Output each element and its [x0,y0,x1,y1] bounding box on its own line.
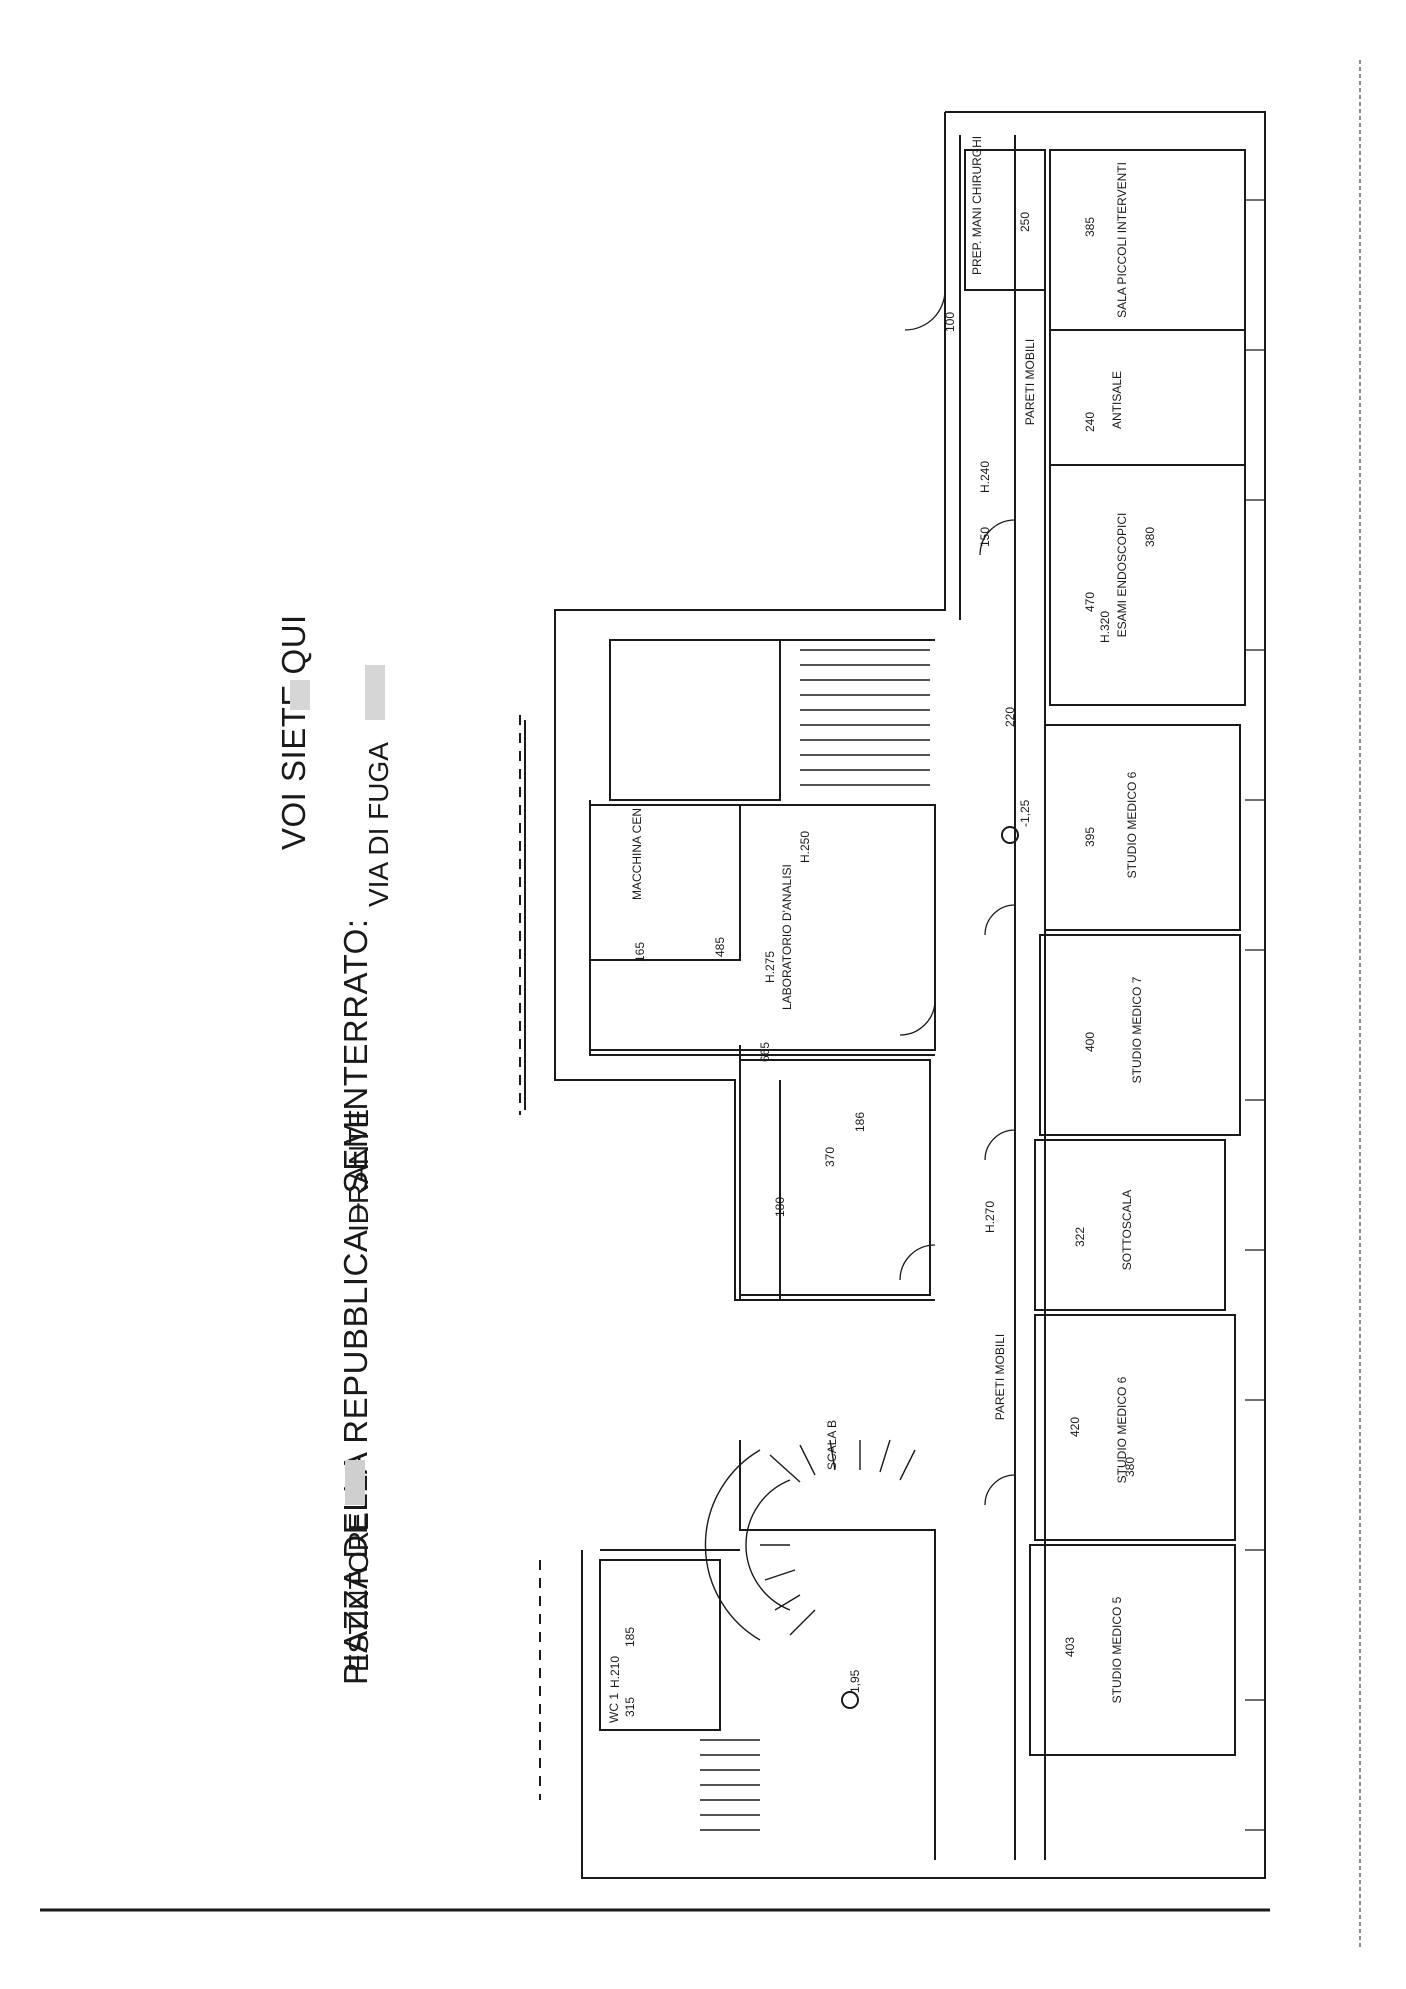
height-label: H.250 [798,830,812,864]
dimension-label: 220 [1003,706,1017,727]
extinguisher-symbol [345,1460,365,1505]
room-label-prep-chirurghi: PREP. MANI CHIRURGHI [970,135,984,275]
stairs-scala-b [704,1439,916,1641]
height-label: H.320 [1098,610,1112,644]
room-sottoscala [1034,1139,1226,1311]
exterior-windows [1245,199,1265,1831]
room-sala-piccoli-interventi [1049,149,1246,331]
room-label-sala-piccoli-interventi: SALA PICCOLI INTERVENTI [1115,162,1129,318]
room-wc-block [609,639,781,801]
escape-route-symbol [365,665,385,720]
dimension-label: 380 [1123,1456,1137,1477]
you-are-here-label: VOI SIETE QUI [275,614,312,850]
outer-wall-left-lower [581,1550,1225,1879]
height-label: H.240 [978,460,992,494]
dimension-label: 185 [623,1626,637,1647]
room-label-studio-medico-6-top: STUDIO MEDICO 6 [1125,771,1139,879]
room-antisale [1049,329,1246,466]
dimension-label: 165 [633,941,647,962]
dimension-label: 100 [943,311,957,332]
room-label-sottoscala: SOTTOSCALA [1120,1189,1134,1271]
room-label-esami-endoscopici: ESAMI ENDOSCOPICI [1115,512,1129,638]
stairs-lower [700,1739,760,1831]
height-label: H.210 [608,1655,622,1689]
room-label-laboratorio: LABORATORIO D'ANALISI [780,864,794,1010]
door-swings [899,289,1016,1506]
room-label-studio-medico-7: STUDIO MEDICO 7 [1130,976,1144,1084]
room-label-studio-medico-5: STUDIO MEDICO 5 [1110,1596,1124,1704]
room-left-service [739,1059,931,1296]
dimension-label: 485 [713,936,727,957]
room-esami-endoscopici [1049,464,1246,706]
room-studio-medico-6-bottom [1034,1314,1236,1541]
room-label-pareti-mobili-1: PARETI MOBILI [1023,338,1037,426]
dimension-label: 322 [1073,1226,1087,1247]
room-magazzino [589,804,741,961]
wall-scala-b [739,1440,936,1860]
room-studio-medico-7 [1039,934,1241,1136]
dimension-label: 470 [1083,591,1097,612]
outer-wall-left-upper [554,700,740,1301]
room-label-magazzino: MACCHINA CEN [630,807,644,900]
level-marker-lower [841,1691,859,1709]
room-label-studio-medico-6-bottom: STUDIO MEDICO 6 [1115,1376,1129,1484]
dimension-label: 180 [773,1196,787,1217]
dimension-label: -1,25 [1018,799,1032,827]
dimension-label: 150 [978,526,992,547]
room-studio-medico-5 [1029,1544,1236,1756]
room-prep-chirurghi [964,149,1046,291]
dimension-label: 385 [1083,216,1097,237]
dimension-label: 380 [1143,526,1157,547]
hydrant-label: IDRANTE [343,1109,374,1232]
dimension-label: 240 [1083,411,1097,432]
you-are-here-symbol [290,680,310,710]
room-label-antisale: ANTISALE [1110,370,1124,430]
dimension-label: -1,95 [848,1669,862,1697]
room-studio-medico-6-top [1044,724,1241,931]
outer-wall-right [945,111,1266,1879]
level-marker-upper [1001,826,1019,844]
dimension-label: 400 [1083,1031,1097,1052]
dimension-label: 403 [1063,1636,1077,1657]
outer-wall-top [554,112,946,700]
stairs-upper [800,649,930,786]
dimension-label: 315 [623,1696,637,1717]
dimension-label: 186 [853,1111,867,1132]
dimension-label: 420 [1068,1416,1082,1437]
room-wc1 [599,1559,721,1731]
height-label: H.270 [983,1200,997,1234]
escape-route-label: VIA DI FUGA [363,742,394,907]
dimension-label: 370 [823,1146,837,1167]
dimension-label: 665 [758,1041,772,1062]
room-label-pareti-mobili-2: PARETI MOBILI [993,1333,1007,1421]
extinguisher-label: ESTINTORE [343,1512,374,1672]
dimension-label: 250 [1018,211,1032,232]
height-label: H.275 [763,950,777,984]
dimension-label: 395 [1083,826,1097,847]
room-label-scala-b: SCALA B [825,1419,839,1471]
